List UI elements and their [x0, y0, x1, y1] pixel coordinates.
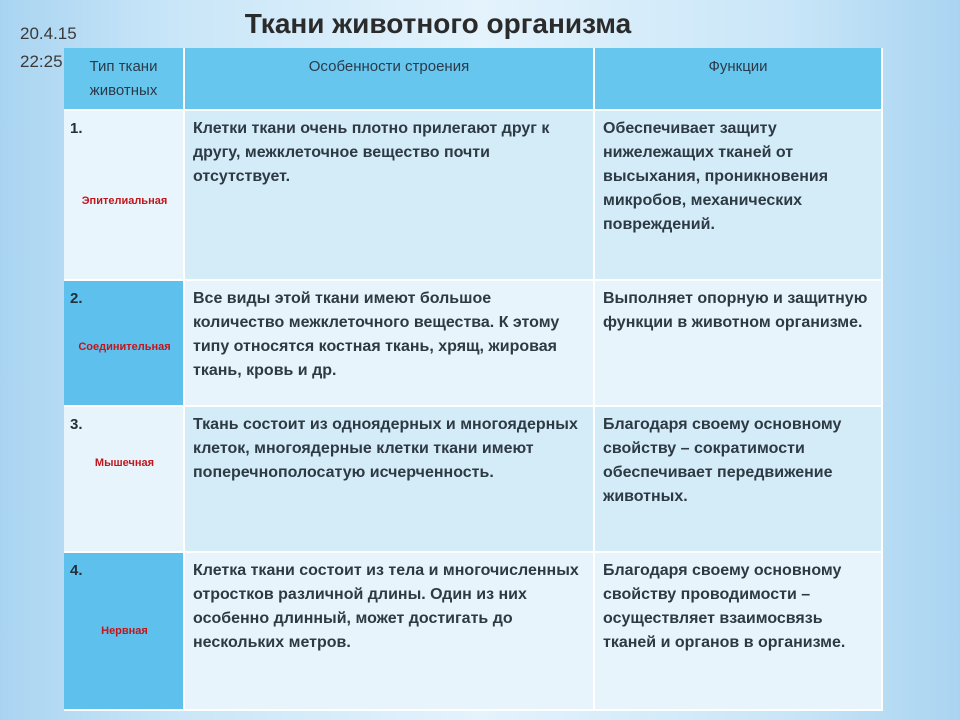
type-cell: 1. Эпителиальная	[64, 110, 185, 281]
row-number: 3.	[70, 416, 83, 433]
table-row: 4. Нервная Клетка ткани состоит из тела …	[64, 552, 883, 711]
date-time: 20.4.15 22:25	[20, 20, 77, 76]
structure-cell: Все виды этой ткани имеют большое количе…	[184, 280, 595, 407]
header-type: Тип ткани животных	[64, 48, 185, 111]
table-row: 3. Мышечная Ткань состоит из одноядерных…	[64, 406, 883, 553]
function-cell: Обеспечивает защиту нижележащих тканей о…	[594, 110, 883, 281]
page-title: Ткани животного организма	[244, 8, 632, 39]
type-cell: 4. Нервная	[64, 552, 185, 711]
structure-cell: Ткань состоит из одноядерных и многоядер…	[184, 406, 595, 553]
structure-cell: Клетка ткани состоит из тела и многочисл…	[184, 552, 595, 711]
type-cell: 2. Соединительная	[64, 280, 185, 407]
function-cell: Благодаря своему основному свойству пров…	[594, 552, 883, 711]
structure-cell: Клетки ткани очень плотно прилегают друг…	[184, 110, 595, 281]
tissue-table: Тип ткани животных Особенности строения …	[64, 48, 883, 711]
row-number: 1.	[70, 120, 83, 137]
tissue-name: Нервная	[101, 625, 148, 637]
type-cell: 3. Мышечная	[64, 406, 185, 553]
tissue-name: Мышечная	[94, 457, 155, 469]
row-number: 2.	[70, 290, 83, 307]
function-cell: Выполняет опорную и защитную функции в ж…	[594, 280, 883, 407]
table-row: 1. Эпителиальная Клетки ткани очень плот…	[64, 110, 883, 281]
header-function: Функции	[594, 48, 883, 111]
date-text: 20.4.15	[20, 24, 77, 43]
row-number: 4.	[70, 562, 83, 579]
function-cell: Благодаря своему основному свойству – со…	[594, 406, 883, 553]
table-row: 2. Соединительная Все виды этой ткани им…	[64, 280, 883, 407]
time-text: 22:25	[20, 52, 63, 71]
header-structure: Особенности строения	[184, 48, 595, 111]
tissue-name: Соединительная	[78, 341, 171, 353]
tissue-name: Эпителиальная	[81, 195, 168, 207]
